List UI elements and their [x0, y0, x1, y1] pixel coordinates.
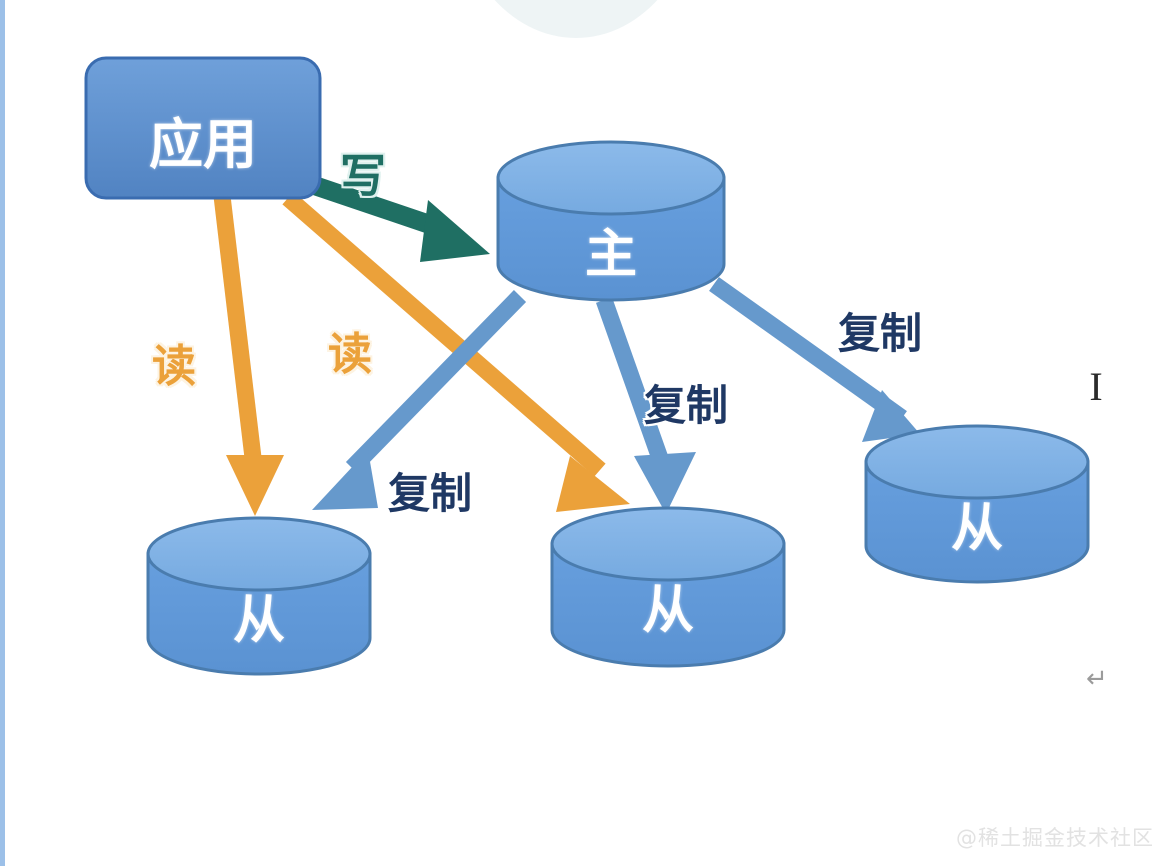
watermark-text: @稀土掘金技术社区 [956, 826, 1154, 850]
node-app[interactable] [84, 56, 322, 200]
node-master[interactable] [496, 140, 726, 302]
node-slave-right[interactable] [864, 424, 1090, 584]
text-cursor-icon: I [1089, 364, 1103, 409]
paragraph-return-icon: ↵ [1086, 664, 1108, 694]
edge-read-app-to-slave-left [213, 194, 284, 516]
edge-write-app-to-master [306, 175, 490, 262]
node-slave-left[interactable] [146, 516, 372, 676]
edge-copy-master-to-slave-middle [595, 297, 696, 514]
node-slave-middle[interactable] [550, 506, 786, 668]
edge-copy-master-to-slave-right [709, 277, 920, 442]
edge-copy-master-to-slave-middle-left [312, 290, 527, 510]
edge-read-app-to-slave-middle [282, 191, 630, 512]
page-left-rule [0, 0, 5, 866]
